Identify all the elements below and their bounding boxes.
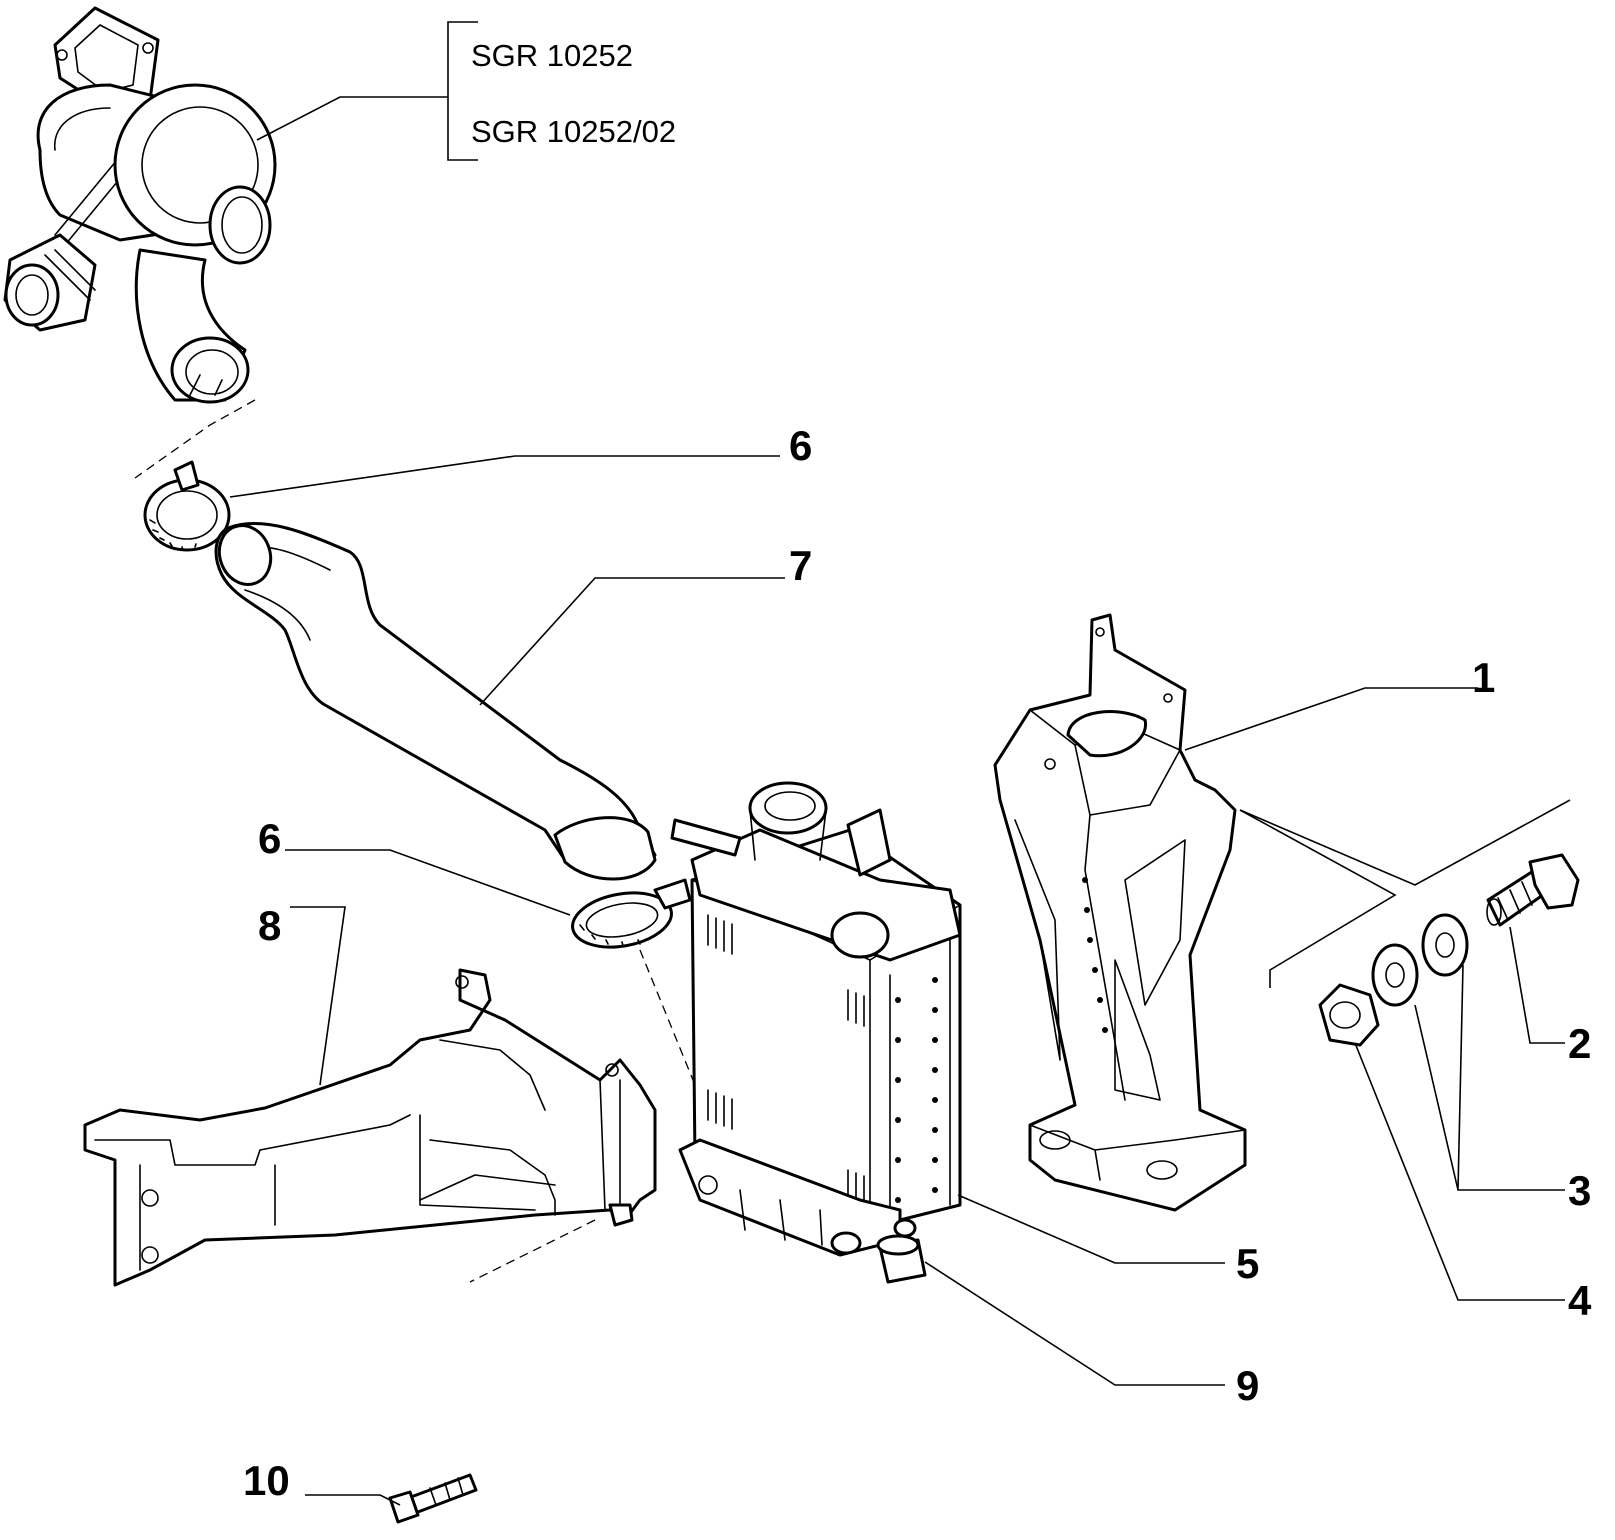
callout-7: 7 <box>789 542 813 589</box>
washer-outer <box>1421 913 1469 977</box>
leader-3 <box>1414 964 1565 1191</box>
turbocharger-leader <box>256 96 448 141</box>
mounting-bracket <box>993 613 1247 1212</box>
leader-10 <box>305 1494 401 1506</box>
callout-1: 1 <box>1472 654 1496 701</box>
bolt-10 <box>388 1473 478 1524</box>
callout-6-upper: 6 <box>789 422 813 469</box>
hose-clamp-lower <box>571 878 692 949</box>
intercooler <box>670 781 962 1257</box>
leader-7 <box>479 577 785 706</box>
callout-10: 10 <box>243 1457 290 1504</box>
leader-1 <box>1184 687 1478 751</box>
leader-6-upper <box>229 455 780 498</box>
callout-4: 4 <box>1568 1277 1592 1324</box>
air-duct <box>83 968 657 1287</box>
leader-2 <box>1509 926 1565 1044</box>
reference-code-1: SGR 10252 <box>471 38 633 73</box>
flange-nut <box>1318 983 1380 1047</box>
callout-3: 3 <box>1568 1167 1592 1214</box>
callout-8: 8 <box>258 902 282 949</box>
bolt-2 <box>1486 853 1580 927</box>
callout-9: 9 <box>1236 1362 1260 1409</box>
turbocharger <box>3 6 277 404</box>
washer-inner <box>1371 943 1419 1007</box>
group-bracket-lower <box>1239 809 1397 988</box>
callout-2: 2 <box>1568 1020 1592 1067</box>
group-bracket-upper <box>1239 799 1571 886</box>
intake-hose <box>214 521 657 881</box>
leader-6-lower <box>285 849 571 916</box>
leader-4 <box>1354 1042 1565 1301</box>
leader-9 <box>924 1261 1225 1386</box>
rubber-mount <box>876 1234 927 1284</box>
leader-8 <box>290 906 346 1086</box>
reference-bracket <box>447 21 478 161</box>
callout-5: 5 <box>1236 1240 1260 1287</box>
callout-6-lower: 6 <box>258 815 282 862</box>
leader-5 <box>957 1194 1225 1264</box>
hose-clamp-upper <box>143 460 231 552</box>
reference-code-2: SGR 10252/02 <box>471 114 677 149</box>
